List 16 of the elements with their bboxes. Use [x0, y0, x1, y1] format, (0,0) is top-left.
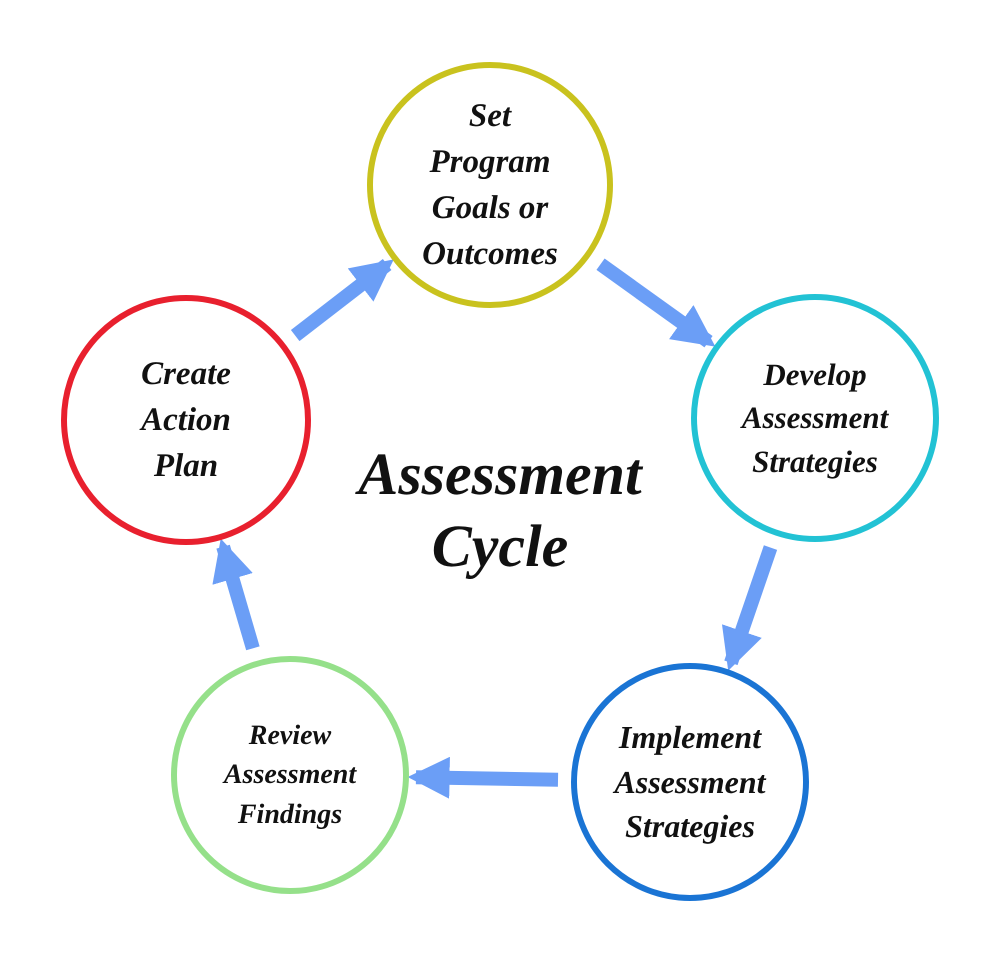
step-label: Create Action Plan [138, 354, 232, 486]
step-label: Implement Assessment Strategies [612, 718, 768, 846]
step-circle [690, 293, 940, 543]
step-label: Review Assessment Findings [222, 719, 358, 832]
step-circle [570, 662, 810, 902]
arrow [722, 545, 778, 671]
step-label: Set Program Goals or Outcomes [421, 96, 559, 274]
arrow [596, 258, 716, 348]
step-label: Develop Assessment Strategies [739, 356, 890, 481]
step-circle [170, 655, 410, 895]
step-circle [366, 61, 614, 309]
arrow [408, 756, 558, 799]
step-circle [60, 294, 312, 546]
diagram-title: Assessment Cycle [300, 438, 700, 582]
arrow [290, 258, 394, 342]
arrow [212, 538, 260, 650]
